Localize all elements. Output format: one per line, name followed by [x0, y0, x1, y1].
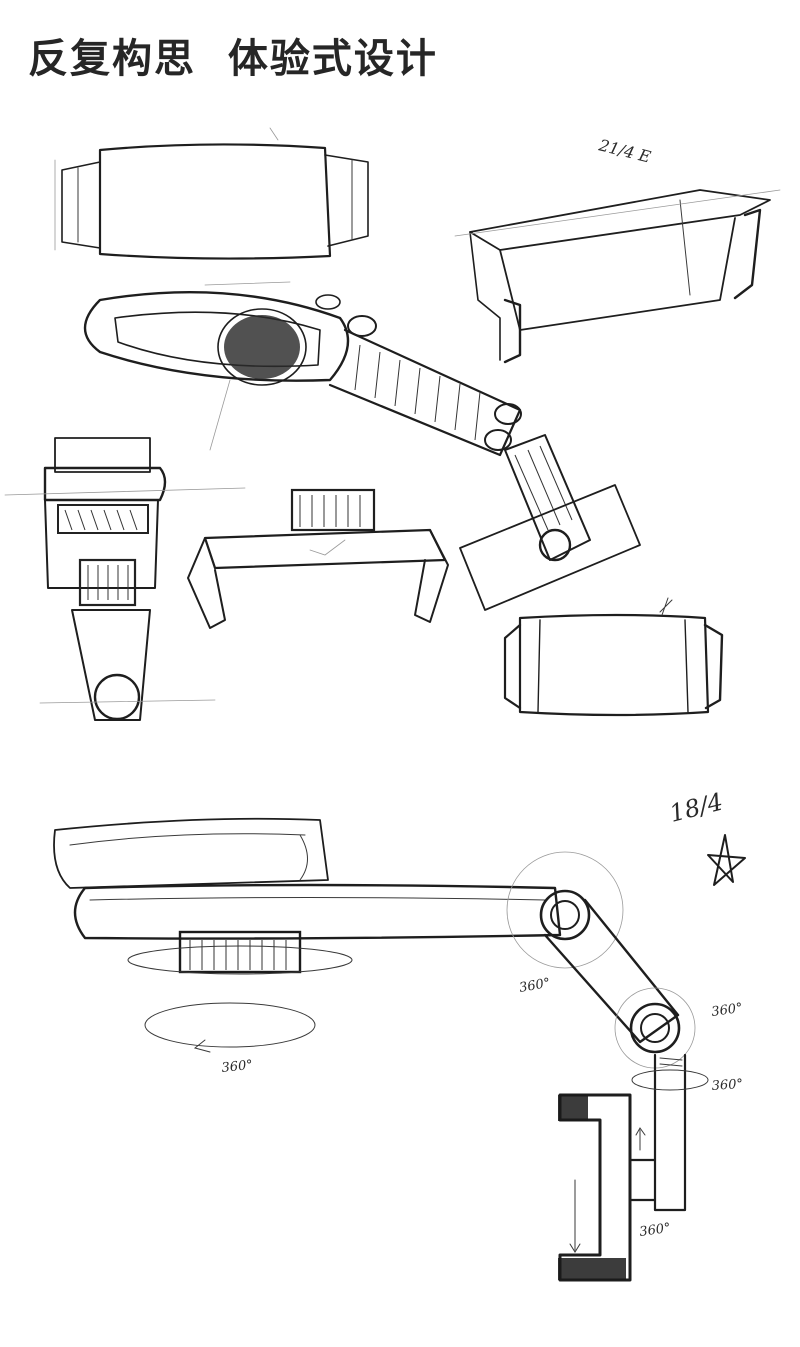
clamp-front-view-2-sketch [503, 597, 724, 717]
rotation-clamp-annotation: 360° [638, 1221, 671, 1240]
rotation-joint-2-annotation: 360° [710, 1001, 743, 1020]
arm-perspective-sketch [83, 281, 641, 611]
holder-assembly-sketch [53, 817, 709, 1282]
rotation-neck-annotation: 360° [711, 1077, 743, 1094]
rotation-joint-1-annotation: 360° [518, 976, 551, 996]
mount-side-sketch [4, 437, 246, 721]
star-icon [707, 834, 746, 886]
page-title: 反复构思 体验式设计 [28, 36, 438, 82]
rotation-base-annotation: 360° [221, 1058, 254, 1076]
clamp-front-view-sketch [54, 127, 369, 260]
clamp-perspective-sketch [454, 189, 781, 364]
date-lower-annotation: 18/4 [667, 788, 726, 828]
date-upper-annotation: 21/4 E [596, 135, 653, 167]
bridge-clamp-sketch [187, 488, 449, 629]
